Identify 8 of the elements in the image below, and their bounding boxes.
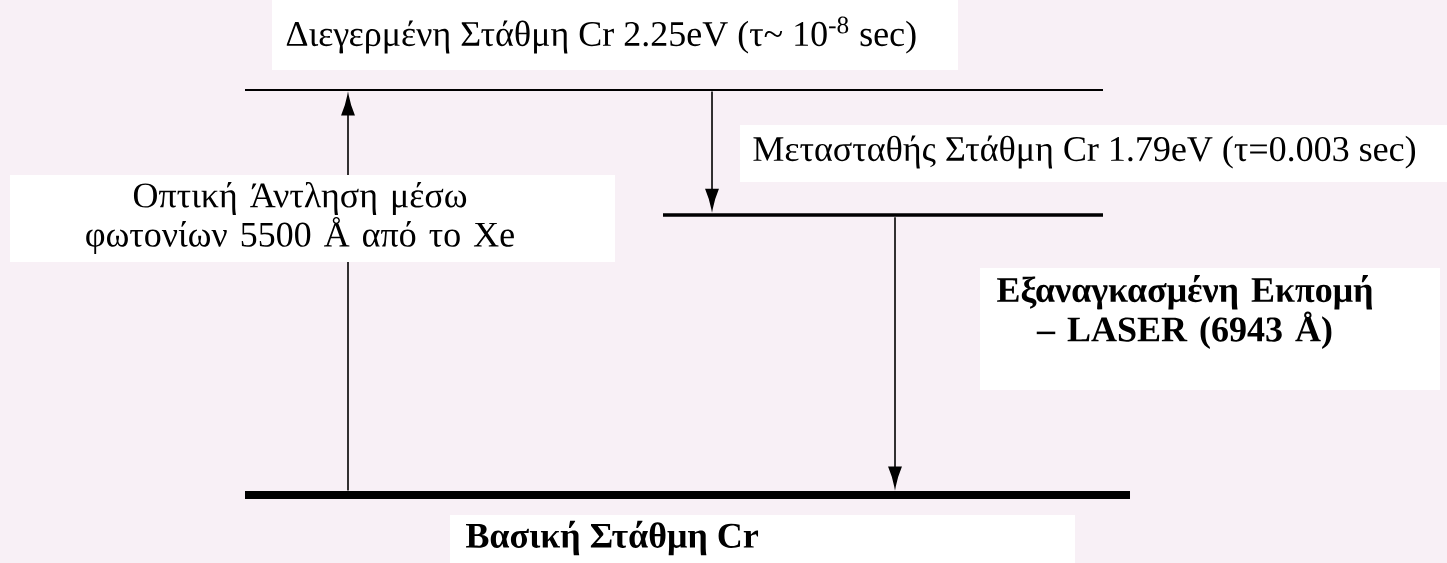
edge-label: Οπτική Άντληση μέσω φωτονίων 5500 Å από το Xe [86,181,514,255]
energy-level-line [245,89,1103,91]
transition-label: Εξαναγκασμένη Εκπομή – LASER (6943 Å) [997,275,1373,349]
arrow [888,216,902,488]
level-label: Μετασταθής Στάθμη Cr 1.79eV (τ=0.003 sec) [753,135,1416,169]
level-label: Διεγερμένη Στάθμη Cr 2.25eV (τ~ 10$^{-8}$ sec) [286,16,916,54]
level-label: Βασική Στάθμη Cr [466,520,759,556]
arrow [705,90,719,210]
